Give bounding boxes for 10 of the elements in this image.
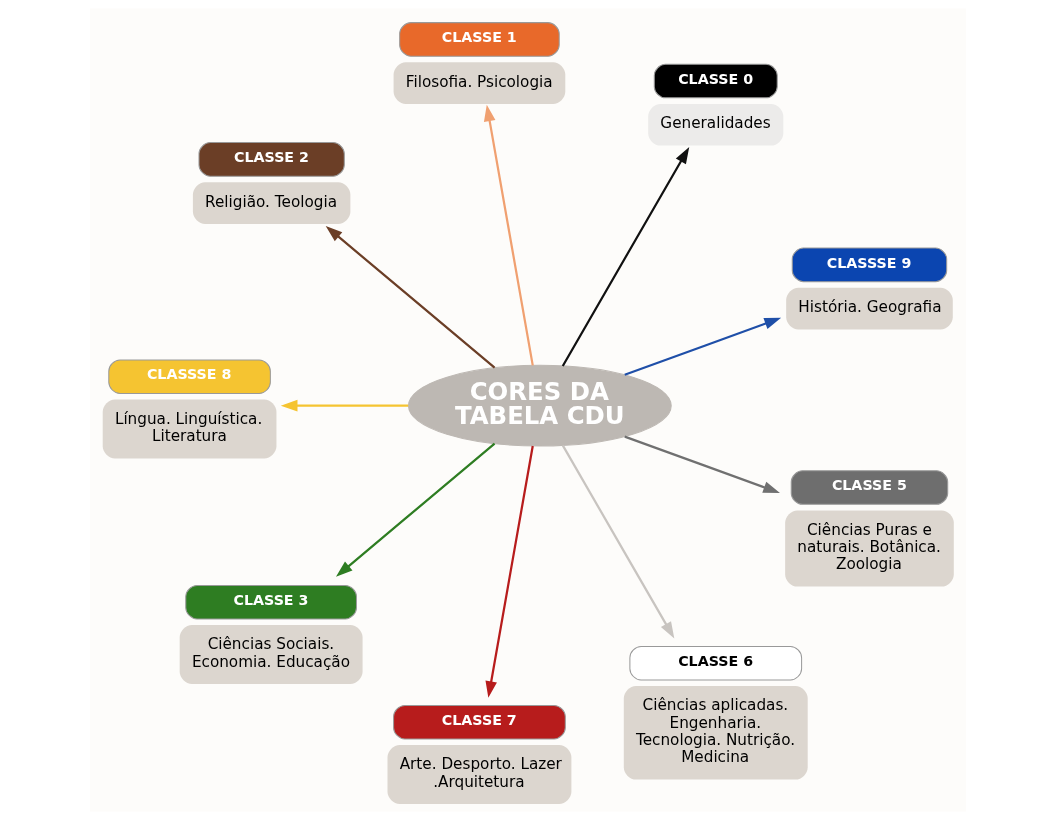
arrow: [280, 399, 408, 412]
arrow: [623, 435, 780, 494]
arrow: [561, 444, 674, 639]
arrow: [335, 442, 495, 577]
arrow: [483, 104, 534, 366]
arrow: [325, 226, 495, 369]
node-ellipse: CORES DA TABELA CDU: [407, 364, 672, 447]
arrow: [623, 317, 781, 376]
arrow: [561, 146, 689, 367]
arrow: [484, 445, 534, 698]
